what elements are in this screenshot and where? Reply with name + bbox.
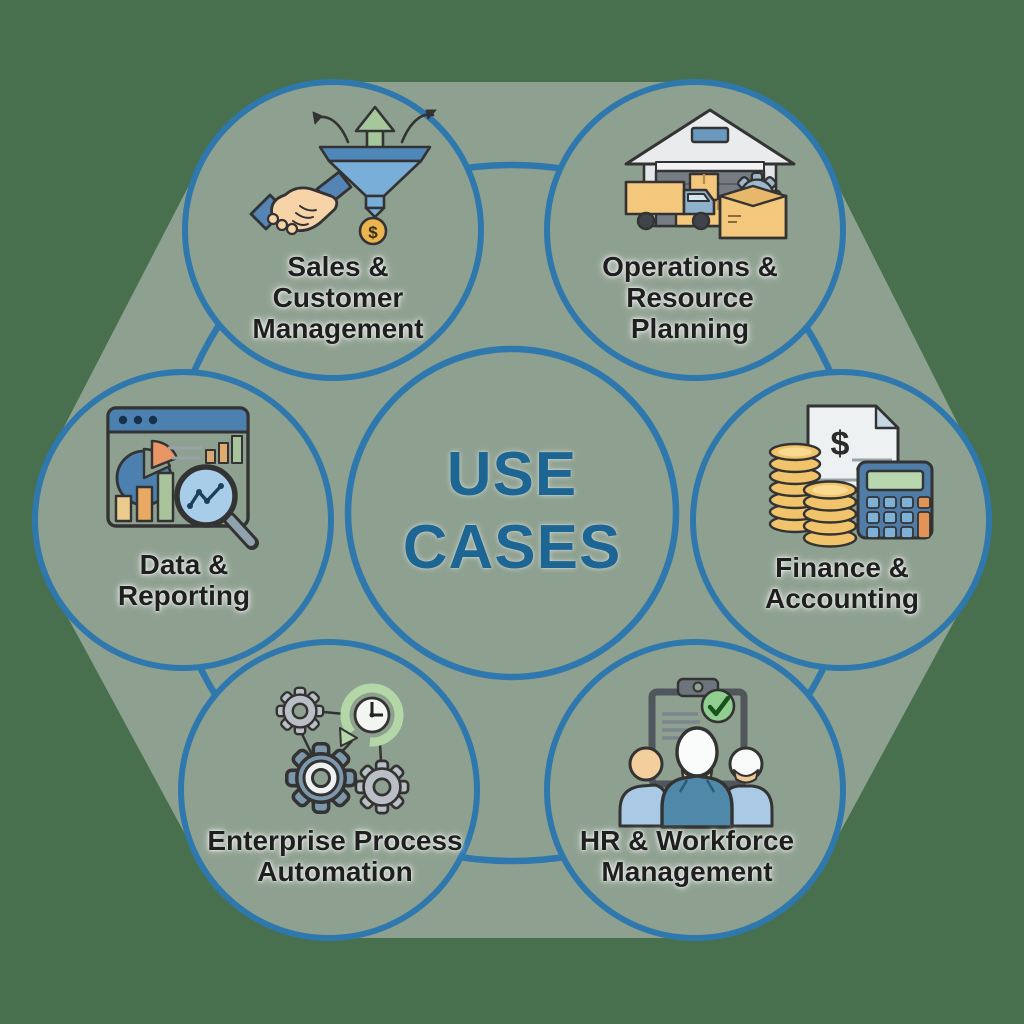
label-hr: HR & Workforce Management	[580, 825, 794, 887]
label-hr-line1: HR & Workforce	[579, 825, 795, 856]
shipping-box	[718, 184, 788, 240]
center-circle	[344, 345, 680, 681]
handshake-funnel-icon: $	[249, 105, 437, 246]
automation-clock	[339, 683, 404, 747]
label-finance-line2: Accounting	[765, 583, 919, 614]
label-finance-line1: Finance &	[775, 552, 909, 583]
label-sales-line2: Customer	[272, 282, 404, 313]
gears-clock-icon	[275, 683, 410, 815]
coins-calculator-icon: $	[768, 404, 934, 548]
coin-dollar-text: $	[368, 223, 378, 242]
gear-small	[275, 686, 325, 736]
label-automation-line1: Enterprise Process	[207, 825, 463, 856]
label-hr-line2: Management	[601, 856, 773, 887]
delivery-truck	[624, 180, 716, 231]
document-dollar-text: $	[831, 425, 850, 463]
label-finance: Finance & Accounting	[765, 552, 919, 614]
label-sales: Sales & Customer Management	[252, 251, 423, 344]
label-data: Data & Reporting	[118, 549, 250, 611]
label-operations: Operations & Resource Planning	[602, 251, 778, 344]
person-right	[720, 746, 774, 828]
team-clipboard-icon	[618, 677, 774, 829]
person-center	[660, 726, 734, 829]
label-sales-line1: Sales &	[287, 251, 389, 282]
label-automation: Enterprise Process Automation	[207, 825, 462, 887]
coin-stack-short	[802, 480, 858, 548]
label-automation-line2: Automation	[257, 856, 413, 887]
center-title: USE CASES	[403, 438, 622, 584]
funnel	[318, 145, 432, 163]
dollar-coin	[358, 216, 388, 246]
mini-bar-chart	[168, 435, 243, 464]
label-operations-line2: Resource	[626, 282, 754, 313]
bar-chart	[114, 471, 175, 523]
label-data-line1: Data &	[139, 549, 229, 580]
label-operations-line1: Operations &	[602, 251, 778, 282]
gear-right	[354, 759, 410, 815]
person-left	[618, 746, 670, 828]
center-title-line2: CASES	[402, 513, 622, 582]
calculator	[856, 460, 934, 540]
center-title-line1: USE	[446, 440, 578, 509]
dashboard-analytics-icon	[106, 406, 259, 550]
magnifier-trend	[174, 464, 259, 550]
label-operations-line3: Planning	[630, 313, 750, 344]
label-data-line2: Reporting	[117, 580, 251, 611]
check-circle	[700, 688, 736, 724]
browser-titlebar	[106, 406, 250, 434]
label-sales-line3: Management	[252, 313, 424, 344]
warehouse-logistics-icon	[624, 108, 796, 240]
handshake	[249, 170, 353, 236]
